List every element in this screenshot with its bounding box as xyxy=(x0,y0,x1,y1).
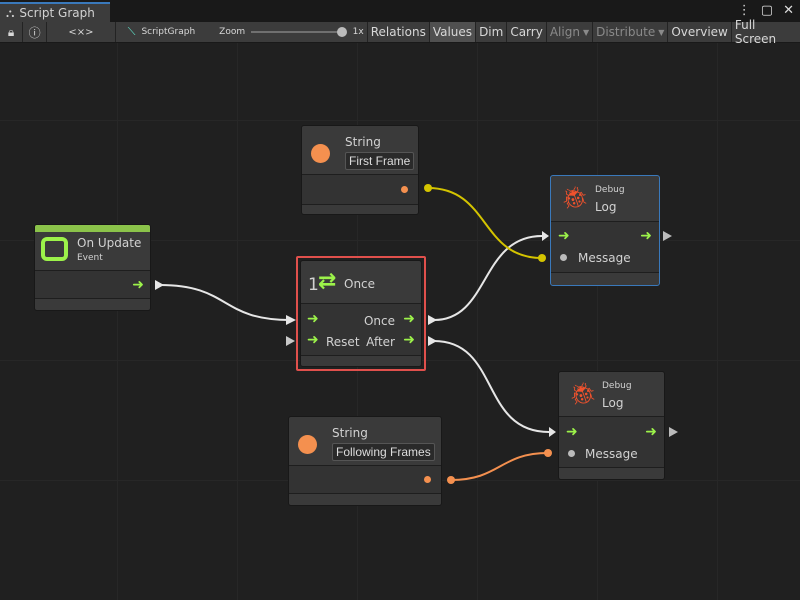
node-category: Debug xyxy=(595,185,625,195)
value-out-port[interactable] xyxy=(401,186,408,193)
toolbar: 🔒︎ ⓘ <×> ⟍ ScriptGraph Zoom 1x Relations… xyxy=(0,18,800,46)
node-string-following-frames[interactable]: String Following Frames xyxy=(288,416,442,506)
flow-out-port[interactable] xyxy=(669,427,678,437)
node-title: Once xyxy=(344,277,376,291)
once-out-port[interactable] xyxy=(428,315,437,325)
node-once[interactable]: 1 ⇄ Once ➜ Once ➜ ➜ Reset After ➜ xyxy=(300,260,422,367)
flow-in-arrow-icon[interactable]: ➜ xyxy=(566,424,578,440)
flow-out-arrow-icon[interactable]: ➜ xyxy=(640,228,652,244)
relations-button[interactable]: Relations xyxy=(368,22,430,42)
string-value-field[interactable]: First Frame xyxy=(345,152,415,170)
input-reset-label: Reset xyxy=(326,335,360,349)
node-string-first-frame[interactable]: String First Frame xyxy=(301,125,419,215)
graph-zoom-group: ⟍ ScriptGraph Zoom 1x xyxy=(116,22,368,42)
maximize-icon[interactable]: ▢ xyxy=(760,3,774,18)
tab-bar: ⛬ Script Graph ⋮ ▢ ✕ xyxy=(0,0,800,22)
event-accent-bar xyxy=(35,225,150,232)
dropdown-arrow-icon: ▼ xyxy=(658,27,665,37)
cycle-icon: ⇄ xyxy=(318,269,337,294)
fullscreen-button[interactable]: Full Screen xyxy=(734,18,777,46)
node-on-update[interactable]: On Update Event ➜ xyxy=(34,224,151,311)
embed-button[interactable]: <×> xyxy=(47,22,116,42)
node-title: String xyxy=(332,426,368,440)
hierarchy-icon: ⛬ xyxy=(6,5,15,20)
message-label: Message xyxy=(585,447,638,461)
string-value-field[interactable]: Following Frames xyxy=(332,443,435,461)
zoom-slider[interactable] xyxy=(251,27,347,37)
node-title: Log xyxy=(595,200,617,214)
string-type-icon xyxy=(298,435,317,454)
bug-icon: 🐞︎ xyxy=(561,186,589,211)
node-title: On Update xyxy=(77,236,142,250)
once-count: 1 xyxy=(308,275,319,295)
node-title: String xyxy=(345,135,381,149)
lock-icon[interactable]: 🔒︎ xyxy=(0,22,24,42)
zoom-label: Zoom xyxy=(219,27,246,37)
message-label: Message xyxy=(578,251,631,265)
node-debug-log-2[interactable]: 🐞︎ Debug Log ➜ ➜ Message xyxy=(558,371,665,480)
after-out-port[interactable] xyxy=(428,336,437,346)
selection-outline xyxy=(296,256,426,371)
update-loop-icon xyxy=(41,237,68,261)
graph-name[interactable]: ScriptGraph xyxy=(141,27,196,37)
after-arrow-icon[interactable]: ➜ xyxy=(403,332,415,348)
close-icon[interactable]: ✕ xyxy=(783,3,794,18)
dim-button[interactable]: Dim xyxy=(476,22,508,42)
flow-out-arrow-icon[interactable]: ➜ xyxy=(645,424,657,440)
output-after-label: After xyxy=(366,335,395,349)
zoom-value: 1x xyxy=(352,27,364,37)
carry-button[interactable]: Carry xyxy=(507,22,547,42)
node-category: Debug xyxy=(602,381,632,391)
flow-out-arrow-icon[interactable]: ➜ xyxy=(132,277,144,293)
more-menu-icon[interactable]: ⋮ xyxy=(737,3,751,18)
flow-in-arrow-icon[interactable]: ➜ xyxy=(558,228,570,244)
distribute-dropdown[interactable]: Distribute▼ xyxy=(593,22,669,42)
graph-icon: ⟍ xyxy=(127,25,136,38)
info-icon[interactable]: ⓘ xyxy=(23,22,48,42)
bug-icon: 🐞︎ xyxy=(569,382,597,407)
dropdown-arrow-icon: ▼ xyxy=(582,27,590,37)
tab-script-graph[interactable]: ⛬ Script Graph xyxy=(0,2,110,22)
flow-out-port[interactable] xyxy=(663,231,672,241)
message-port-icon[interactable] xyxy=(568,450,575,457)
align-dropdown[interactable]: Align▼ xyxy=(547,22,594,42)
flow-in-arrow-icon[interactable]: ➜ xyxy=(307,311,319,327)
string-type-icon xyxy=(311,144,330,163)
output-once-label: Once xyxy=(363,314,395,328)
flow-out-port[interactable] xyxy=(155,280,164,290)
node-subtitle: Event xyxy=(77,253,103,263)
zoom-slider-thumb[interactable] xyxy=(336,27,347,37)
reset-arrow-icon[interactable]: ➜ xyxy=(307,332,319,348)
node-title: Log xyxy=(602,396,624,410)
value-out-port[interactable] xyxy=(424,476,431,483)
message-port-icon[interactable] xyxy=(560,254,567,261)
node-debug-log-1[interactable]: 🐞︎ Debug Log ➜ ➜ Message xyxy=(550,175,660,286)
values-button[interactable]: Values xyxy=(429,22,477,42)
reset-in-port[interactable] xyxy=(286,336,295,346)
flow-out-arrow-icon[interactable]: ➜ xyxy=(403,311,415,327)
overview-button[interactable]: Overview xyxy=(668,22,732,42)
